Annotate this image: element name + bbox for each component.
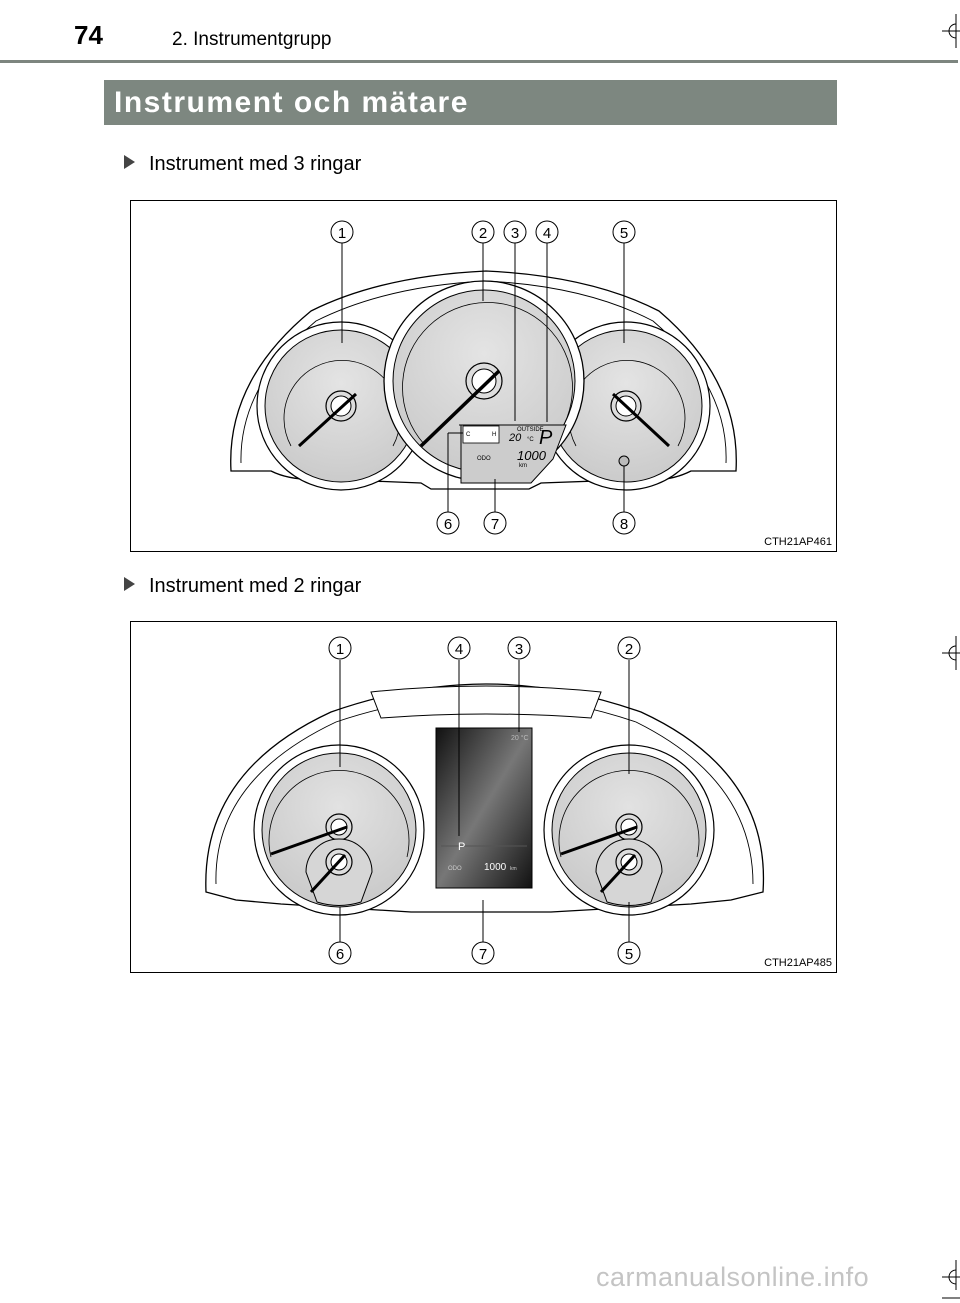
footer-watermark[interactable]: carmanualsonline.info: [596, 1262, 870, 1292]
callout-6: 6: [336, 946, 344, 963]
figure-code: CTH21AP461: [764, 536, 832, 548]
caption-2-ring-text: Instrument med 2 ringar: [149, 575, 362, 597]
gear-indicator: P: [539, 427, 553, 449]
callout-3: 3: [511, 225, 519, 242]
temp-unit: °C: [527, 437, 534, 443]
multi-info-display: [435, 727, 533, 889]
cold-label: C: [466, 432, 471, 438]
leader-lines: [339, 660, 630, 942]
outside-temp-value: 20: [508, 432, 522, 444]
bullet-triangle-icon: [124, 155, 135, 169]
crop-mark-mid-right: [942, 636, 960, 670]
callout-4: 4: [455, 641, 463, 658]
crop-mark-bottom-right: [942, 1260, 960, 1299]
callout-7: 7: [491, 516, 499, 533]
crop-mark-top-right: [942, 14, 960, 48]
header-rule: [0, 60, 958, 63]
callouts: 1 2 3 4 5 6 7 8: [330, 220, 636, 535]
outside-label: OUTSIDE: [517, 427, 544, 433]
figure-3-ring-cluster: C H OUTSIDE 20 °C P ODO 1000 km 1 2 3 4 …: [130, 200, 837, 552]
callout-3: 3: [515, 641, 523, 658]
cluster-2-ring-illustration: 20 °C P ODO 1000 km 1 4 3 2 6 7 5: [205, 636, 765, 965]
odometer-value: 1000: [517, 448, 547, 463]
callout-4: 4: [543, 225, 551, 242]
odo-unit: km: [519, 463, 527, 469]
callout-8: 8: [620, 516, 628, 533]
temp-gauge: [462, 425, 500, 444]
hot-label: H: [492, 432, 496, 438]
figure-code: CTH21AP485: [764, 957, 832, 969]
chapter-title: Instrument och mätare: [104, 80, 837, 125]
callout-2: 2: [479, 225, 487, 242]
outside-temp-value: 20 °C: [511, 734, 529, 742]
figure-2-ring-cluster: 20 °C P ODO 1000 km 1 4 3 2 6 7 5 CTH21A…: [130, 621, 837, 973]
callout-1: 1: [338, 225, 346, 242]
gear-indicator: P: [458, 841, 465, 853]
callouts: 1 4 3 2 6 7 5: [328, 636, 641, 965]
odometer-value: 1000: [484, 862, 507, 873]
leader-lines: [341, 243, 625, 512]
callout-7: 7: [479, 946, 487, 963]
odo-unit: km: [510, 866, 517, 872]
cluster-3-ring-illustration: C H OUTSIDE 20 °C P ODO 1000 km 1 2 3 4 …: [230, 220, 737, 535]
page-number: 74: [74, 20, 103, 50]
section-title: 2. Instrumentgrupp: [172, 29, 332, 50]
odo-label: ODO: [448, 866, 462, 872]
trip-reset-knob: [618, 455, 630, 467]
odo-label: ODO: [477, 456, 491, 462]
callout-5: 5: [620, 225, 628, 242]
callout-6: 6: [444, 516, 452, 533]
caption-3-ring: Instrument med 3 ringar: [124, 154, 361, 174]
caption-3-ring-text: Instrument med 3 ringar: [149, 153, 362, 175]
bullet-triangle-icon: [124, 577, 135, 591]
callout-2: 2: [625, 641, 633, 658]
callout-1: 1: [336, 641, 344, 658]
callout-5: 5: [625, 946, 633, 963]
caption-2-ring: Instrument med 2 ringar: [124, 576, 361, 596]
